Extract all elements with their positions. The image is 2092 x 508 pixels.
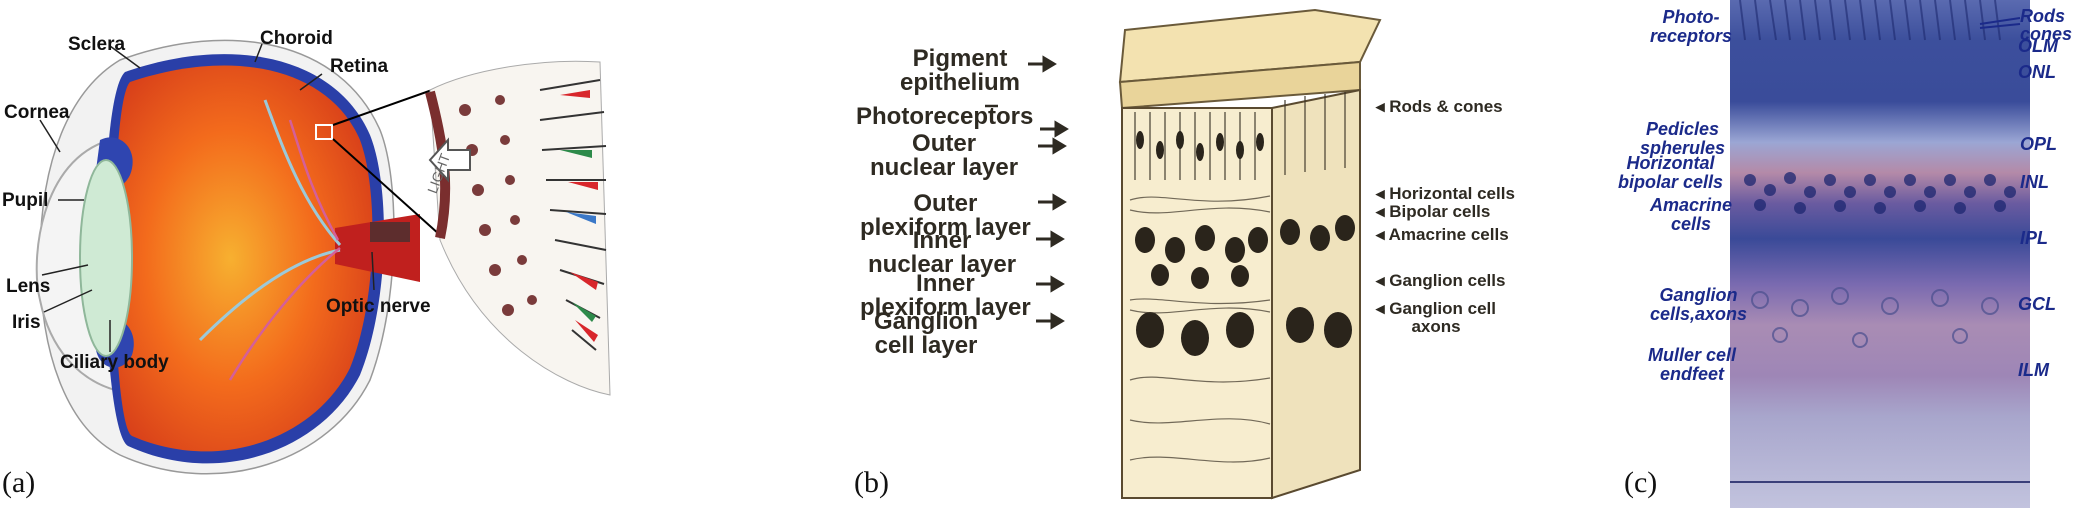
b-label-pigment-epithelium: Pigment epithelium bbox=[900, 45, 1021, 96]
c-label-opl: OPL bbox=[2020, 134, 2058, 154]
b-label-ganglion-cell-layer: Ganglion cell layer bbox=[874, 308, 978, 359]
panel-letter-c: (c) bbox=[1624, 466, 1658, 499]
histology-section bbox=[1730, 0, 2030, 508]
label-pupil: Pupil bbox=[2, 190, 49, 211]
retina-zoom-box bbox=[315, 124, 333, 140]
c-label-ganglion-axons: Ganglion cells,axons bbox=[1650, 285, 1748, 324]
label-lens: Lens bbox=[6, 276, 51, 297]
panel-letter-a: (a) bbox=[2, 466, 36, 499]
b-label-ganglion-cells: ◂ Ganglion cells bbox=[1376, 271, 1506, 290]
panel-b-retina-layers-drawing: Pigment epithelium Photoreceptors Outer … bbox=[854, 0, 1515, 508]
vitreous-body bbox=[114, 65, 373, 452]
b-label-inner-plexiform-layer: Inner plexiform layer bbox=[860, 270, 1031, 321]
c-label-inl: INL bbox=[2020, 172, 2049, 192]
label-retina: Retina bbox=[330, 56, 389, 77]
b-label-ganglion-cell-axons: ◂ Ganglion cell axons bbox=[1376, 299, 1497, 336]
pigment-epithelium-slab bbox=[1118, 8, 1382, 84]
c-label-pedicles-spherules: Pedicles spherules bbox=[1640, 119, 1726, 158]
panel-c-histology: Photo- receptors Pedicles spherules Hori… bbox=[1500, 0, 2092, 508]
c-label-cones: cones bbox=[2020, 24, 2073, 44]
c-label-olm-visible: OLM bbox=[2018, 36, 2058, 56]
c-label-rods: Rods bbox=[2020, 6, 2065, 26]
c-label-gcl: GCL bbox=[2018, 294, 2056, 314]
c-label-photoreceptors: Photo- receptors bbox=[1650, 7, 1733, 46]
label-optic-nerve: Optic nerve bbox=[326, 296, 431, 317]
c-label-ipl: IPL bbox=[2020, 228, 2049, 248]
b-label-photoreceptors: Photoreceptors bbox=[856, 103, 1034, 130]
b-label-amacrine-cells: ◂ Amacrine cells bbox=[1376, 225, 1509, 244]
retina-histology-micrograph bbox=[1730, 0, 2030, 508]
lens-shape bbox=[79, 159, 133, 357]
left-label-arrows bbox=[1028, 55, 1069, 330]
eye-cross-section-illustration bbox=[35, 39, 611, 475]
c-label-amacrine: Amacrine cells bbox=[1650, 195, 1733, 234]
b-label-inner-nuclear-layer: Inner nuclear layer bbox=[868, 227, 1017, 278]
c-label-muller-endfeet: Muller cell endfeet bbox=[1648, 345, 1737, 384]
b-label-outer-nuclear-layer: Outer nuclear layer bbox=[870, 130, 1019, 181]
retina-layers-sketch bbox=[985, 8, 1382, 500]
b-label-bipolar-cells: ◂ Bipolar cells bbox=[1376, 202, 1491, 221]
label-iris: Iris bbox=[12, 312, 41, 333]
panel-a-eye-anatomy: Sclera Choroid Retina Cornea Pupil Lens … bbox=[0, 0, 840, 508]
retina-cell-fan-diagram bbox=[425, 60, 611, 396]
retina-block-side bbox=[1271, 88, 1361, 500]
panel-letter-b: (b) bbox=[854, 466, 889, 499]
c-label-onl: ONL bbox=[2018, 62, 2056, 82]
label-sclera: Sclera bbox=[68, 34, 126, 55]
c-label-horizontal-bipolar: Horizontal bipolar cells bbox=[1618, 153, 1724, 192]
label-cornea: Cornea bbox=[4, 102, 70, 123]
label-ciliary-body: Ciliary body bbox=[60, 352, 169, 373]
label-choroid: Choroid bbox=[260, 28, 333, 49]
b-label-outer-plexiform-layer: Outer plexiform layer bbox=[860, 190, 1031, 241]
light-arrow-icon bbox=[428, 137, 471, 183]
c-label-ilm: ILM bbox=[2018, 360, 2049, 380]
b-label-rods-cones: ◂ Rods & cones bbox=[1376, 97, 1503, 116]
b-label-horizontal-cells: ◂ Horizontal cells bbox=[1376, 184, 1515, 203]
